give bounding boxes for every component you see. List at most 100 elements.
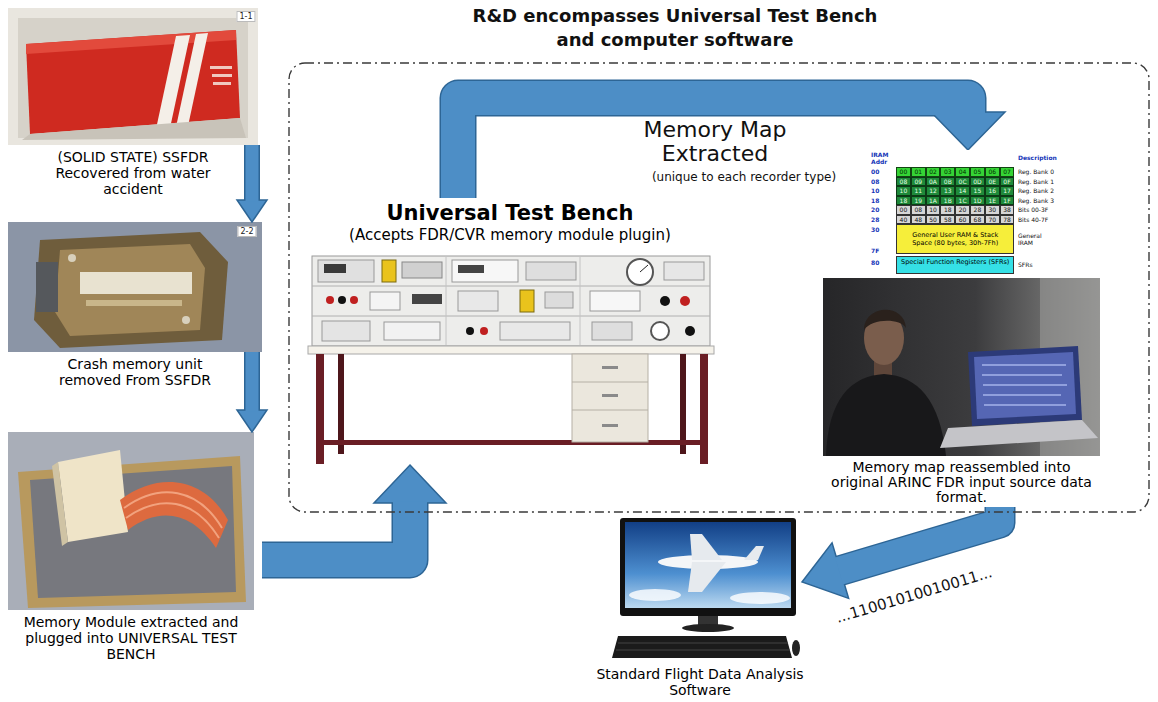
photo-caption: Crash memory unit removed From SSFDR [35,356,235,388]
photo-caption: Memory map reassembled into original ARI… [827,460,1096,505]
memory-map-cell: Bits 00-3F [1018,206,1080,213]
test-bench-illustration [326,296,334,304]
test-bench-illustration [466,327,474,335]
arrow-head [374,465,446,503]
analyst-photo [940,420,1098,448]
analyst-photo [983,384,1067,386]
test-bench-illustration [640,265,648,272]
computer-illustration [682,624,734,632]
analyst-photo: Memory map reassembled into original ARI… [823,278,1100,507]
test-bench-illustration [651,322,669,340]
test-bench-illustration [458,291,498,311]
analyst-photo [823,278,1100,456]
memory-map-cell: 0C [955,177,970,187]
memory-map-cell: 0B [940,177,955,187]
memory-map-cell: 28 [871,216,893,223]
memory-module-photo [52,462,68,546]
memory-map-cell: 18 [871,197,893,204]
computer-illustration [629,589,681,601]
memory-map-cell: 00 [871,168,893,175]
photo-tag: 1-1 [236,11,255,22]
memory-map-cell: 48 [911,215,926,225]
memory-module-photo [18,456,246,608]
test-bench-illustration [312,256,710,346]
test-bench-illustration [384,322,440,340]
test-bench-illustration [680,354,686,454]
arrow-outline [839,507,1000,571]
photo-caption: Standard Flight Data Analysis Software [570,666,830,698]
test-bench-illustration [370,292,400,310]
arrow-shaft [246,145,259,202]
test-bench-illustration [700,354,708,464]
analyst-photo [823,278,1100,456]
test-bench: Universal Test Bench(Accepts FDR/CVR mem… [300,198,720,465]
note-label: (unique to each recorder type) [652,170,836,184]
region-title: R&D encompasses Universal Test Bench and… [460,4,890,52]
memory-map-cell: Reg. Bank 2 [1018,187,1080,194]
memory-module-photo [126,503,219,538]
test-bench-illustration [316,440,708,445]
test-bench-illustration [382,260,396,282]
test-bench-illustration [520,290,534,312]
test-bench-illustration [402,262,442,278]
bench-title: Universal Test Bench [300,198,720,226]
test-bench-illustration [572,354,648,442]
memory-map-cell: 01 [911,167,926,177]
edge-label: Memory Map Extracted [615,118,815,166]
arrow-head [237,410,267,432]
memory-unit-photo [36,262,58,312]
computer-illustration [616,650,790,651]
memory-map-cell: 10 [871,187,893,194]
arrow-outline [262,502,410,561]
analysis-computer: Standard Flight Data Analysis Software [600,518,800,664]
memory-map-cell: 1B [940,196,955,206]
analyst-photo [982,364,1066,366]
test-bench-illustration [602,394,618,397]
arrow-head [931,112,1005,150]
memory-map-cell: 16 [985,186,1000,196]
memory-unit-photo [55,244,205,336]
memory-map-cell: Special Function Registers (SFRs) [896,256,1014,274]
test-bench-illustration [602,424,618,427]
memory-map-cell: 68 [970,215,985,225]
memory-map-cell: 78 [1000,215,1015,225]
memory-map-cell: 1A [926,196,941,206]
test-bench-illustration [312,286,710,287]
flow-arrow [458,98,1005,198]
test-bench-illustration [580,256,581,346]
memory-map-cell: 09 [911,177,926,187]
memory-map-cell: Reg. Bank 1 [1018,178,1080,185]
memory-unit-photo [8,222,262,352]
memory-map-cell: 10 [896,186,911,196]
test-bench-illustration [480,327,488,335]
memory-unit-photo [34,232,228,348]
recorder-photo [213,82,231,85]
memory-map-cell: Reg. Bank 0 [1018,168,1080,175]
memory-map-cell: 06 [985,167,1000,177]
test-bench-illustration [338,354,344,454]
test-bench-illustration [500,322,570,340]
memory-unit-photo [68,254,76,262]
photo-caption: (SOLID STATE) SSFDR Recovered from water… [33,149,233,197]
memory-map-cell: 7F [871,247,893,254]
computer-illustration [612,518,800,658]
memory-map-cell: 15 [970,186,985,196]
memory-unit-photo: Crash memory unit removed From SSFDR [8,222,262,352]
analyst-photo [984,404,1066,406]
analyst-photo [982,374,1062,376]
memory-map-cell: 1F [1000,196,1015,206]
dashed-frame [289,63,1149,512]
memory-map-cell: 18 [896,196,911,206]
memory-module-photo [8,432,254,610]
memory-map-cell: 20 [871,206,893,213]
memory-unit-photo [86,300,182,306]
memory-map-cell: 08 [871,178,893,185]
memory-map-cell: IRAM Addr [871,151,895,165]
arrow-shaft [839,507,1000,571]
test-bench-illustration [660,296,670,306]
arrow-head [237,200,267,222]
memory-module-photo [120,482,228,548]
